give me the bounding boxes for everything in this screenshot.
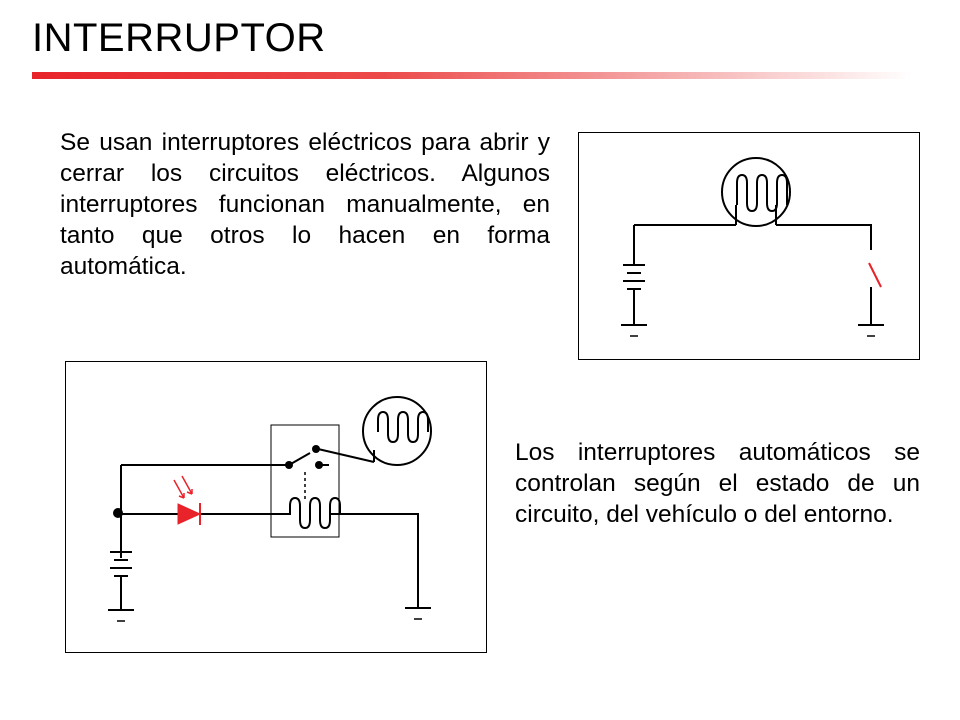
relay-diagram xyxy=(65,361,487,653)
title-underline xyxy=(32,72,912,79)
lamp-symbol xyxy=(362,396,432,466)
relay-switch-symbol xyxy=(285,445,323,502)
page-title: INTERRUPTOR xyxy=(32,16,326,60)
led-symbol xyxy=(173,475,202,525)
lamp-symbol xyxy=(721,157,791,227)
ground-symbol xyxy=(621,324,884,337)
junction-dot xyxy=(113,508,123,518)
relay-box xyxy=(270,424,340,538)
battery-symbol xyxy=(623,264,645,325)
intro-paragraph: Se usan interruptores eléctricos para ab… xyxy=(60,129,550,280)
relay-circuit xyxy=(108,396,432,622)
automatic-switch-paragraph: Los interruptores automáticos se control… xyxy=(515,439,920,528)
battery-symbol xyxy=(110,551,132,610)
relay-coil-symbol xyxy=(289,496,341,530)
manual-switch-circuit xyxy=(621,157,884,337)
ground-symbol xyxy=(108,607,431,622)
wire-switch-lamp xyxy=(317,448,375,463)
manual-switch-diagram xyxy=(578,132,920,360)
wire-coil-right xyxy=(329,513,419,608)
open-switch-symbol xyxy=(868,262,882,288)
wire-right xyxy=(776,224,872,250)
